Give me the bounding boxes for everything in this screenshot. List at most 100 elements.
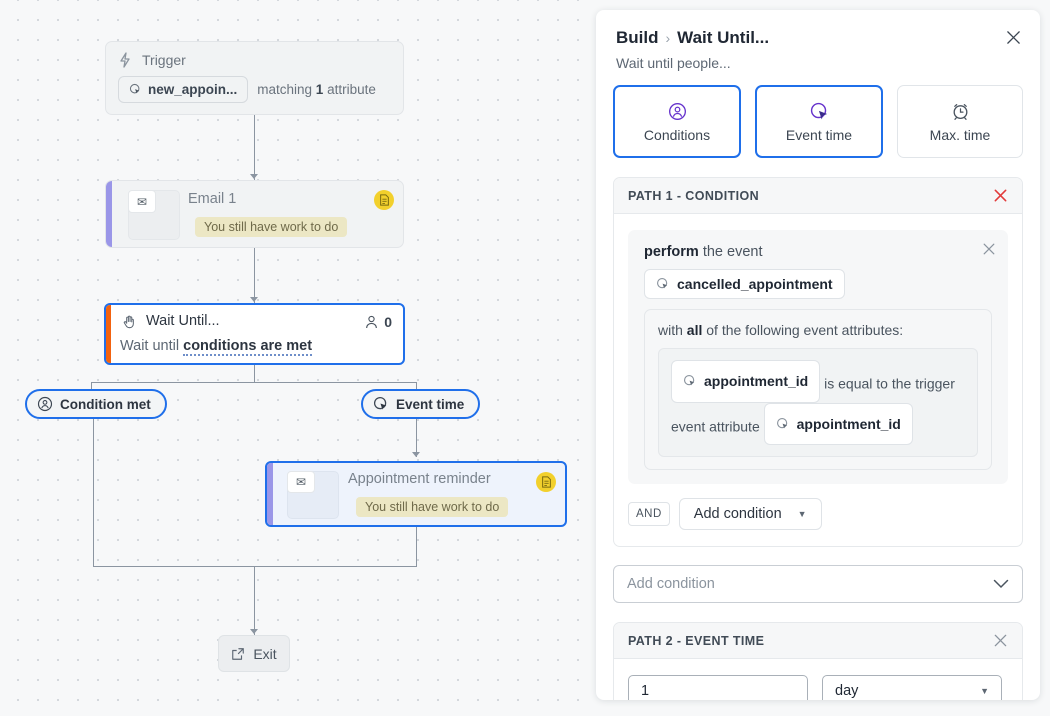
edge-email-wait xyxy=(254,248,255,303)
branch-pill-event-time[interactable]: Event time xyxy=(361,389,481,419)
edge-wait-split xyxy=(254,365,255,382)
email-node[interactable]: ✉ Email 1 You still have work to do xyxy=(105,180,404,248)
trigger-detail-row: new_appoin... matching 1 attribute xyxy=(118,76,391,103)
attribute-token-right[interactable]: appointment_id xyxy=(763,402,913,446)
appt-node-title: Appointment reminder xyxy=(348,471,491,487)
add-condition-label: Add condition xyxy=(693,506,782,523)
panel-header: Build › Wait Until... Wait until people.… xyxy=(596,10,1040,71)
appt-node-accent xyxy=(267,463,273,525)
attributes-lead: with all of the following event attribut… xyxy=(658,322,904,338)
event-token-row: cancelled_appointment xyxy=(644,269,992,299)
mode-card-event-time[interactable]: Event time xyxy=(755,85,883,158)
caret-down-icon: ▼ xyxy=(980,686,989,697)
exit-node[interactable]: Exit xyxy=(218,635,290,672)
path2-header: PATH 2 - EVENT TIME xyxy=(614,623,1022,660)
caret-down-icon: ▼ xyxy=(797,509,807,520)
event-time-unit-value: day xyxy=(835,683,859,700)
wait-until-node[interactable]: Wait Until... 0 Wait until conditions ar… xyxy=(104,303,405,365)
envelope-icon: ✉ xyxy=(128,190,156,213)
panel-subtitle: Wait until people... xyxy=(616,55,731,71)
attribute-rule: appointment_id is equal to the trigger e… xyxy=(658,348,978,458)
close-icon[interactable] xyxy=(982,242,996,256)
mode-card-max-time[interactable]: Max. time xyxy=(897,85,1023,158)
breadcrumb-current: Wait Until... xyxy=(677,28,770,47)
chevron-down-icon xyxy=(993,579,1009,589)
wait-node-title: Wait Until... xyxy=(146,313,220,329)
hand-icon xyxy=(122,314,137,329)
add-condition-select[interactable]: Add condition xyxy=(613,565,1023,604)
event-token-label: cancelled_appointment xyxy=(677,276,833,292)
event-cursor-icon xyxy=(373,396,389,412)
condition-card: perform the event cancelled_appointment … xyxy=(628,230,1008,485)
event-time-amount-input[interactable]: 1 xyxy=(628,675,808,700)
side-panel: Build › Wait Until... Wait until people.… xyxy=(596,10,1040,700)
wait-node-count-value: 0 xyxy=(384,314,392,330)
path2-title: PATH 2 - EVENT TIME xyxy=(628,633,765,648)
person-icon xyxy=(365,315,378,329)
event-token[interactable]: cancelled_appointment xyxy=(644,269,845,299)
email-node-title: Email 1 xyxy=(188,191,237,207)
trigger-event-name: new_appoin... xyxy=(148,82,238,97)
breadcrumb: Build › Wait Until... xyxy=(616,28,1020,48)
document-icon[interactable] xyxy=(536,472,556,492)
mode-label: Conditions xyxy=(643,126,711,143)
trigger-event-chip[interactable]: new_appoin... xyxy=(118,76,249,103)
event-time-row: 1 day ▼ xyxy=(628,675,1008,700)
branch-label: Event time xyxy=(396,396,465,412)
and-operator-chip[interactable]: AND xyxy=(628,502,670,527)
branch-pill-condition-met[interactable]: Condition met xyxy=(25,389,167,419)
wait-node-condition-link[interactable]: conditions are met xyxy=(183,338,313,356)
path1-header: PATH 1 - CONDITION xyxy=(614,178,1022,214)
wait-node-accent xyxy=(106,305,111,363)
mode-selector: Conditions Event time Max. time xyxy=(596,71,1040,158)
close-icon[interactable] xyxy=(1002,26,1024,48)
edge-merge-exit xyxy=(254,566,255,635)
close-icon[interactable] xyxy=(993,188,1008,203)
breadcrumb-root[interactable]: Build xyxy=(616,28,659,47)
edge-event-time-down xyxy=(416,412,417,457)
attribute-token-label: appointment_id xyxy=(704,373,809,389)
attributes-box: with all of the following event attribut… xyxy=(644,309,992,471)
trigger-node[interactable]: Trigger new_appoin... matching 1 attribu… xyxy=(105,41,404,115)
wait-node-subtitle: Wait until conditions are met xyxy=(120,338,313,356)
path2-section: PATH 2 - EVENT TIME 1 day ▼ xyxy=(613,622,1023,700)
email-thumbnail: ✉ xyxy=(128,190,180,240)
event-cursor-icon xyxy=(776,417,790,431)
attribute-token-left[interactable]: appointment_id xyxy=(671,360,821,403)
add-condition-placeholder: Add condition xyxy=(627,576,715,593)
event-cursor-icon xyxy=(129,83,142,96)
path2-body: 1 day ▼ xyxy=(614,659,1022,700)
mode-label: Max. time xyxy=(929,126,991,143)
close-icon[interactable] xyxy=(993,633,1008,648)
add-condition-row: AND Add condition ▼ xyxy=(628,498,1008,531)
edge-trigger-email xyxy=(254,115,255,180)
edge-split-horizontal xyxy=(91,382,417,383)
edge-arrow xyxy=(250,297,258,302)
trigger-label: Trigger xyxy=(142,52,186,68)
document-icon[interactable] xyxy=(374,190,394,210)
trigger-header: Trigger xyxy=(118,52,391,68)
appt-node-badge: You still have work to do xyxy=(356,497,509,517)
event-time-unit-select[interactable]: day ▼ xyxy=(822,675,1002,700)
email-node-body: ✉ Email 1 You still have work to do xyxy=(112,181,403,247)
mode-card-conditions[interactable]: Conditions xyxy=(613,85,741,158)
add-condition-button[interactable]: Add condition ▼ xyxy=(678,498,822,531)
trigger-meta: matching 1 attribute xyxy=(257,82,376,97)
person-circle-icon xyxy=(37,396,53,412)
edge-condition-met-down xyxy=(93,412,94,566)
event-cursor-icon xyxy=(656,277,670,291)
path1-body: perform the event cancelled_appointment … xyxy=(614,214,1022,546)
path1-title: PATH 1 - CONDITION xyxy=(628,188,760,203)
appointment-reminder-node[interactable]: ✉ Appointment reminder You still have wo… xyxy=(265,461,567,527)
exit-label: Exit xyxy=(253,645,277,662)
path1-section: PATH 1 - CONDITION perform the event xyxy=(613,177,1023,548)
branch-label: Condition met xyxy=(60,396,151,412)
attribute-operator[interactable]: is equal to xyxy=(824,375,888,392)
appt-node-body: ✉ Appointment reminder You still have wo… xyxy=(273,463,565,525)
wait-node-header: Wait Until... xyxy=(122,313,220,329)
edge-appt-down xyxy=(416,527,417,566)
lightning-icon xyxy=(118,52,132,68)
email-node-badge: You still have work to do xyxy=(195,217,348,237)
workflow-canvas[interactable]: Trigger new_appoin... matching 1 attribu… xyxy=(0,0,596,716)
